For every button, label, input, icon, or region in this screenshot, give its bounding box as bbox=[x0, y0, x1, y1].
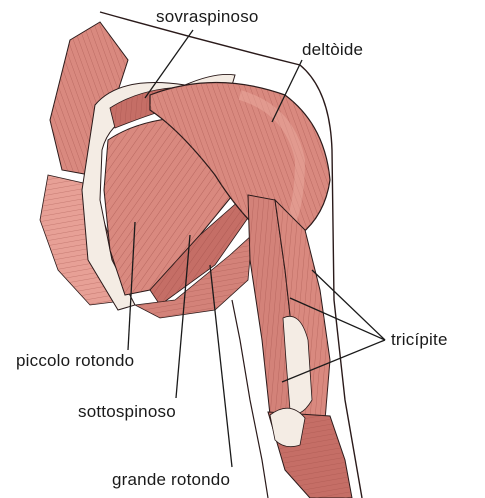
label-teres-major: grande rotondo bbox=[112, 471, 230, 488]
label-supraspinatus: sovraspinoso bbox=[156, 8, 259, 25]
olecranon bbox=[270, 408, 305, 446]
label-triceps: tricípite bbox=[391, 331, 448, 348]
label-infraspinatus: sottospinoso bbox=[78, 403, 176, 420]
label-teres-minor: piccolo rotondo bbox=[16, 352, 134, 369]
label-deltoid: deltòide bbox=[302, 41, 363, 58]
